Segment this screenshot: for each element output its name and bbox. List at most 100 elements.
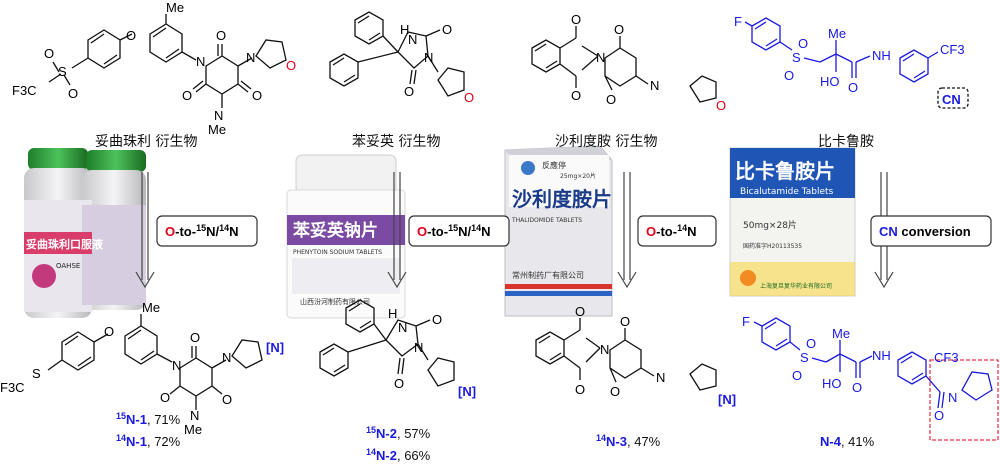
p4-atom-nh-1: NH — [872, 348, 891, 363]
atom-ho-1: HO — [820, 74, 840, 89]
label-bicalutamide: 比卡鲁胺 — [818, 134, 874, 150]
atom-o-10: O — [571, 88, 581, 103]
atom-me-3: Me — [828, 26, 846, 41]
yield-14n-1: 14N-1, 72% — [116, 433, 181, 449]
atom-n-3: N — [246, 50, 255, 65]
p3-atom-o-4: O — [610, 384, 620, 399]
label-thalidomide: 沙利度胺 衍生物 — [555, 134, 657, 150]
p1-atom-o-2: O — [190, 330, 200, 345]
p4-atom-f-1: F — [742, 314, 750, 329]
p3-atom-nbr: [N] — [718, 392, 736, 407]
p1-atom-o-3: O — [160, 390, 170, 405]
product-2 — [319, 299, 455, 387]
p3-atom-n-1: N — [600, 342, 609, 357]
p1-atom-o-4: O — [222, 392, 232, 407]
atom-o-6: O — [252, 88, 262, 103]
arrow-2 — [387, 172, 407, 289]
p4-atom-o-4: O — [934, 408, 944, 423]
atom-f3c-1: F3C — [12, 83, 37, 98]
p1-atom-me-2: Me — [184, 422, 202, 437]
arrow-1 — [135, 172, 155, 289]
p4-atom-ho-1: HO — [822, 376, 842, 391]
p2-atom-h-1: H — [388, 306, 397, 321]
label-tolrazuril: 妥曲珠利 衍生物 — [95, 134, 197, 150]
p2-atom-n-2: N — [414, 340, 423, 355]
condition-box-1: O-to-15N/14N — [156, 215, 258, 247]
atom-s-1: S — [58, 64, 67, 79]
yield-14n-3: 14N-3, 47% — [596, 433, 661, 449]
atom-o-red-1: O — [286, 58, 296, 73]
label-phenytoin: 苯妥英 衍生物 — [352, 133, 440, 150]
bicalutamide-package-dose: 50mg×28片 — [743, 219, 797, 231]
p1-atom-me-1: Me — [142, 300, 160, 315]
thalidomide-package-brand: 反應停 — [542, 160, 566, 170]
thalidomide-package-maker: 常州制药厂有限公司 — [512, 270, 584, 280]
atom-o-15: O — [848, 80, 858, 95]
p1-atom-s-1: S — [32, 366, 41, 381]
atom-o-red-3: O — [716, 98, 726, 113]
tolrazuril-package: 妥曲珠利口服液 OAHSE — [24, 148, 146, 318]
svg-text:O-to-15N/14N: O-to-15N/14N — [165, 223, 238, 239]
p1-atom-n-3: N — [222, 350, 231, 365]
atom-o-3: O — [68, 86, 78, 101]
p4-atom-o-2: O — [792, 368, 802, 383]
atom-n-6: N — [596, 50, 605, 65]
atom-me-2: Me — [208, 122, 226, 137]
p2-atom-nbr: [N] — [458, 384, 476, 399]
thalidomide-package-sub: THALIDOMIDE TABLETS — [511, 217, 582, 224]
p2-atom-n-1: N — [398, 320, 407, 335]
svg-text:O-to-15N/14N: O-to-15N/14N — [417, 223, 490, 239]
atom-n-5: N — [424, 50, 433, 65]
atom-o-4: O — [216, 28, 226, 43]
thalidomide-package-dose: 25mg×20片 — [560, 172, 596, 180]
atom-n-2: N — [214, 108, 223, 123]
atom-o-12: O — [606, 92, 616, 107]
arrow-3 — [617, 172, 637, 289]
yield-15n-1: 15N-1, 71% — [116, 411, 181, 427]
molecule-thalidomide-derivative — [531, 26, 717, 103]
molecule-bicalutamide — [744, 17, 969, 109]
p2-atom-o-1: O — [432, 312, 442, 327]
condition-box-3: O-to-14N — [637, 215, 717, 247]
atom-me-1: Me — [166, 0, 184, 15]
atom-o-2: O — [44, 46, 54, 61]
p4-atom-me-1: Me — [832, 326, 850, 341]
phenytoin-package-name: 苯妥英钠片 — [292, 220, 378, 241]
bicalutamide-package-approval: 国药准字H20113535 — [743, 242, 802, 250]
p3-atom-o-3: O — [620, 314, 630, 329]
p4-atom-cf3-1: CF3 — [934, 350, 959, 365]
svg-text:O-to-14N: O-to-14N — [646, 223, 696, 239]
atom-o-5: O — [182, 88, 192, 103]
atom-n-4: N — [408, 32, 417, 47]
phenytoin-package-maker: 山西汾河制药有限公司 — [300, 297, 370, 306]
p2-atom-o-2: O — [394, 376, 404, 391]
atom-h-1: H — [400, 22, 409, 37]
atom-cn-1: CN — [942, 92, 961, 107]
phenytoin-package-sub: PHENYTOIN SODIUM TABLETS — [293, 249, 382, 256]
condition-box-4: CN conversion — [870, 215, 992, 247]
thalidomide-package-name: 沙利度胺片 — [512, 187, 612, 211]
yield-14n-2: 14N-2, 66% — [366, 447, 431, 463]
condition-box-2: O-to-15N/14N — [408, 215, 510, 247]
tolrazuril-package-brand: OAHSE — [56, 262, 80, 270]
svg-text:CN conversion: CN conversion — [879, 224, 971, 239]
atom-s-2: S — [792, 50, 801, 65]
atom-o-11: O — [614, 22, 624, 37]
p3-atom-n-2: N — [656, 370, 665, 385]
product-1 — [47, 314, 263, 410]
bicalutamide-package: 比卡鲁胺片 Bicalutamide Tablets 50mg×28片 国药准字… — [729, 147, 856, 297]
atom-f-1: F — [734, 14, 742, 29]
bicalutamide-package-name: 比卡鲁胺片 — [735, 159, 835, 183]
atom-o-14: O — [784, 68, 794, 83]
molecule-phenytoin-derivative — [329, 11, 465, 97]
p1-atom-o-1: O — [104, 324, 114, 339]
p1-atom-f3c-1: F3C — [0, 380, 25, 395]
product-3 — [535, 318, 717, 391]
p4-atom-o-1: O — [806, 336, 816, 351]
atom-n-1: N — [196, 54, 205, 69]
atom-o-9: O — [571, 12, 581, 27]
thalidomide-package: 反應停 25mg×20片 沙利度胺片 THALIDOMIDE TABLETS 常… — [504, 145, 613, 317]
atom-o-red-2: O — [464, 90, 474, 105]
p4-atom-o-3: O — [852, 380, 862, 395]
